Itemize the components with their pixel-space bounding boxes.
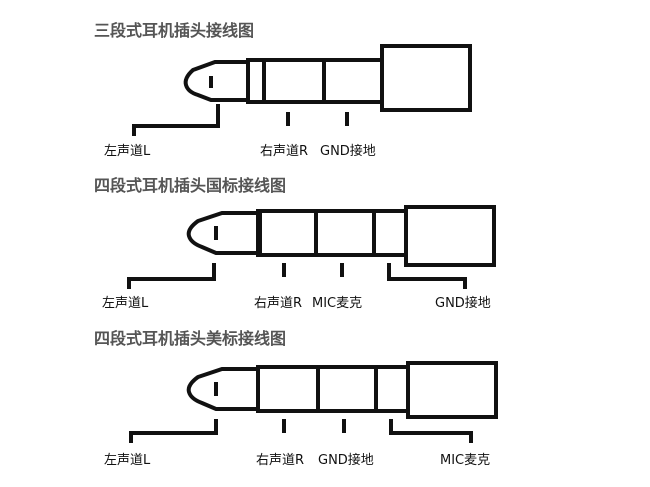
plug-tip [186, 367, 258, 411]
segment-sleeve [322, 58, 384, 104]
segment-ring [262, 58, 326, 104]
label-right-channel: 右声道R [260, 144, 309, 159]
leader-mic [389, 419, 473, 443]
label-right-channel: 右声道R [254, 296, 303, 311]
label-left-channel: 左声道L [104, 144, 151, 159]
plug-handle [380, 44, 472, 112]
label-right-channel: 右声道R [256, 453, 305, 468]
segment-tip [246, 58, 266, 104]
segment-ring1 [256, 365, 320, 413]
plug-handle [406, 361, 498, 419]
plug-tip [186, 211, 258, 255]
leader-left [132, 104, 220, 136]
leader-left [127, 263, 216, 289]
leader-gnd [387, 263, 467, 289]
label-left-channel: 左声道L [102, 296, 149, 311]
segment-ring1 [256, 209, 318, 257]
segment-ring2 [314, 209, 376, 257]
label-gnd: GND接地 [318, 453, 374, 468]
segment-sleeve [374, 365, 410, 413]
segment-sleeve [372, 209, 408, 257]
label-mic: MIC麦克 [312, 296, 363, 311]
plug-4-pole-us [129, 361, 498, 443]
label-gnd: GND接地 [320, 144, 376, 159]
section-title: 三段式耳机插头接线图 [94, 21, 255, 40]
plug-tip [183, 60, 248, 102]
plug-handle [404, 205, 496, 267]
leader-left [129, 419, 218, 443]
plug-3-pole [132, 44, 472, 136]
plug-4-pole-cn [127, 205, 496, 289]
segment-ring2 [316, 365, 378, 413]
label-mic: MIC麦克 [440, 453, 491, 468]
label-gnd: GND接地 [435, 296, 491, 311]
section-title: 四段式耳机插头美标接线图 [94, 329, 287, 348]
section-title: 四段式耳机插头国标接线图 [94, 176, 287, 195]
label-left-channel: 左声道L [104, 453, 151, 468]
